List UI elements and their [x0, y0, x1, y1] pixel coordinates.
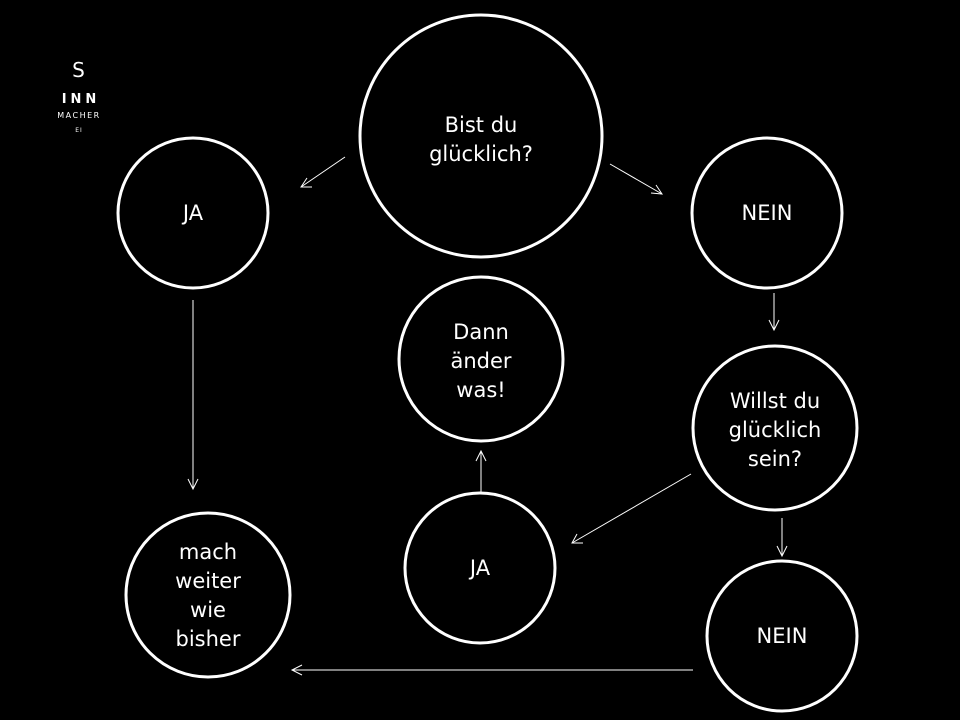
node-label-line: mach [179, 540, 237, 564]
node-label-line: NEIN [757, 624, 808, 648]
edge-nein-to-mach-weiter [290, 664, 693, 676]
node-label-line: wie [190, 598, 226, 622]
node-label-line: JA [468, 556, 491, 580]
node-label-line: JA [181, 201, 204, 225]
logo-ei: EI [75, 127, 83, 134]
node-label-line: weiter [175, 569, 241, 593]
node-ja-1: JA [116, 136, 270, 290]
edge-start-to-ja [300, 156, 346, 188]
node-label-line: bisher [176, 627, 241, 651]
node-label-line: änder [450, 349, 511, 373]
node-bist-du-gluecklich: Bist du glücklich? [358, 13, 604, 259]
node-willst-du-gluecklich-sein: Willst du glücklich sein? [691, 344, 859, 512]
logo-inn: INN [61, 92, 101, 107]
logo-macher: MACHER [57, 111, 101, 120]
sinnmacherei-logo: S INN MACHER EI [40, 58, 118, 135]
node-label-line: was! [456, 378, 505, 402]
node-dann-aender-was: Dann änder was! [397, 275, 565, 443]
edge-willst-du-to-ja [571, 473, 692, 544]
node-label-line: Dann [453, 320, 509, 344]
edge-willst-du-to-nein [776, 518, 788, 558]
node-nein-2: NEIN [705, 559, 859, 713]
edge-ja-to-dann-aender [475, 449, 487, 495]
node-label-line: Bist du [445, 113, 518, 137]
edge-nein-to-willst-du [768, 293, 780, 332]
node-label-line: NEIN [742, 201, 793, 225]
node-ja-2: JA [403, 491, 557, 645]
edge-ja-to-mach-weiter [187, 300, 199, 491]
logo-letter-s: S [72, 58, 86, 82]
node-nein-1: NEIN [690, 136, 844, 290]
node-label-line: sein? [748, 447, 802, 471]
node-label-line: glücklich? [429, 142, 533, 166]
node-label-line: Willst du [730, 389, 820, 413]
edge-start-to-nein [609, 163, 663, 195]
node-mach-weiter-wie-bisher: mach weiter wie bisher [124, 511, 292, 679]
node-label-line: glücklich [729, 418, 822, 442]
